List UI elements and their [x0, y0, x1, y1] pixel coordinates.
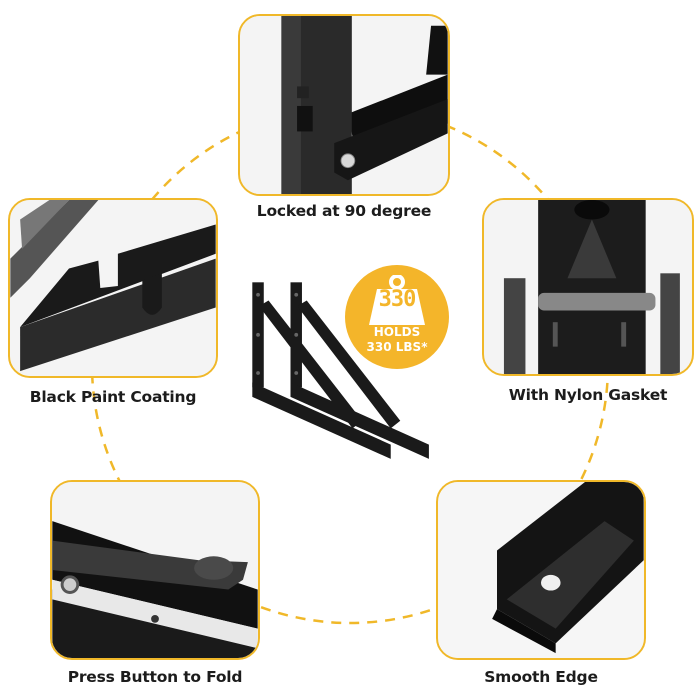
caption-gasket: With Nylon Gasket: [508, 386, 668, 404]
feature-panel-gasket: [482, 198, 694, 376]
capacity-number: 330: [378, 287, 417, 312]
feature-panel-fold: [50, 480, 260, 660]
capacity-badge: 330 HOLDS 330 LBS*: [345, 265, 449, 369]
capacity-line2: 330 LBS*: [366, 340, 428, 354]
capacity-line1: HOLDS: [373, 325, 421, 339]
feature-panel-edge: [436, 480, 646, 660]
caption-paint: Black Paint Coating: [29, 388, 197, 406]
folding-shelf-bracket-pair-image: [252, 282, 429, 459]
caption-fold: Press Button to Fold: [67, 668, 243, 686]
feature-panel-locked: [238, 14, 450, 196]
feature-panel-paint: [8, 198, 218, 378]
caption-edge: Smooth Edge: [484, 668, 598, 686]
weight-icon: [369, 275, 425, 325]
bracket-edge-closeup-image: [438, 482, 644, 658]
bracket-gasket-closeup-image: [484, 200, 692, 374]
caption-locked: Locked at 90 degree: [256, 202, 432, 220]
bracket-coating-closeup-image: [10, 200, 216, 376]
bracket-hinge-closeup-image: [240, 16, 448, 194]
bracket-button-closeup-image: [52, 482, 258, 658]
